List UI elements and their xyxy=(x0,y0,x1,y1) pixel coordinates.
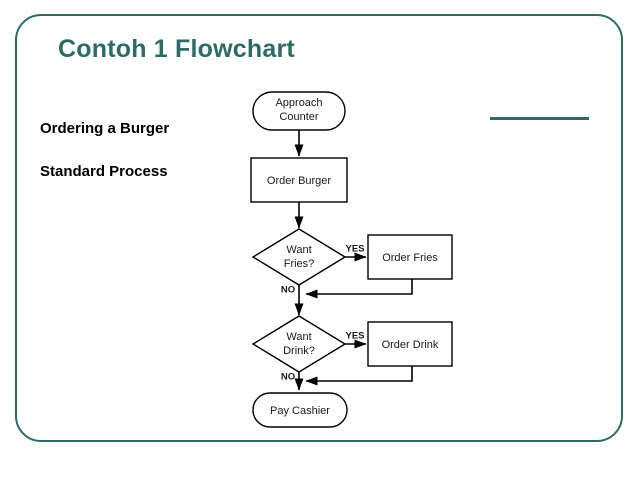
want-drink-label-line-2: Drink? xyxy=(283,345,315,357)
want-fries-label-line-2: Fries? xyxy=(284,258,315,270)
order-burger-label: Order Burger xyxy=(267,175,332,187)
edge-label-drink-yes: YES xyxy=(345,331,364,342)
flow-node-want-fries: Want Fries? xyxy=(251,228,347,286)
order-fries-label: Order Fries xyxy=(382,252,438,264)
diagram-caption: Ordering a Burger Standard Process xyxy=(40,96,169,205)
diagram-caption-line-1: Ordering a Burger xyxy=(40,119,170,137)
order-burger-shape xyxy=(250,157,348,203)
accent-rule-divider xyxy=(490,117,589,120)
edge-label-fries-no: NO xyxy=(281,285,295,296)
connector-order-fries-return xyxy=(305,279,413,299)
approach-counter-label-line-1: Approach xyxy=(275,97,322,109)
order-fries-shape xyxy=(367,234,453,280)
flow-node-order-burger: Order Burger xyxy=(250,157,348,203)
diagram-caption-line-2: Standard Process xyxy=(40,163,168,181)
approach-counter-shape xyxy=(252,91,346,131)
edge-label-fries-yes: YES xyxy=(345,244,364,255)
want-drink-shape xyxy=(251,315,347,373)
pay-cashier-shape xyxy=(252,392,348,428)
edge-label-drink-no: NO xyxy=(281,372,295,383)
order-drink-label: Order Drink xyxy=(382,339,439,351)
want-fries-label-line-1: Want xyxy=(286,244,311,256)
page-title: Contoh 1 Flowchart xyxy=(58,35,295,63)
flow-node-want-drink: Want Drink? xyxy=(251,315,347,373)
flow-node-approach-counter: Approach Counter xyxy=(252,91,346,131)
connector-order-drink-return xyxy=(305,366,413,386)
flow-node-pay-cashier: Pay Cashier xyxy=(252,392,348,428)
flow-node-order-fries: Order Fries xyxy=(367,234,453,280)
pay-cashier-label: Pay Cashier xyxy=(270,405,330,417)
want-fries-shape xyxy=(251,228,347,286)
flowchart-diagram: Approach Counter Order Burger Want Fries… xyxy=(250,91,453,428)
flow-node-order-drink: Order Drink xyxy=(367,321,453,367)
approach-counter-label-line-2: Counter xyxy=(279,111,318,123)
want-drink-label-line-1: Want xyxy=(286,331,311,343)
order-drink-shape xyxy=(367,321,453,367)
